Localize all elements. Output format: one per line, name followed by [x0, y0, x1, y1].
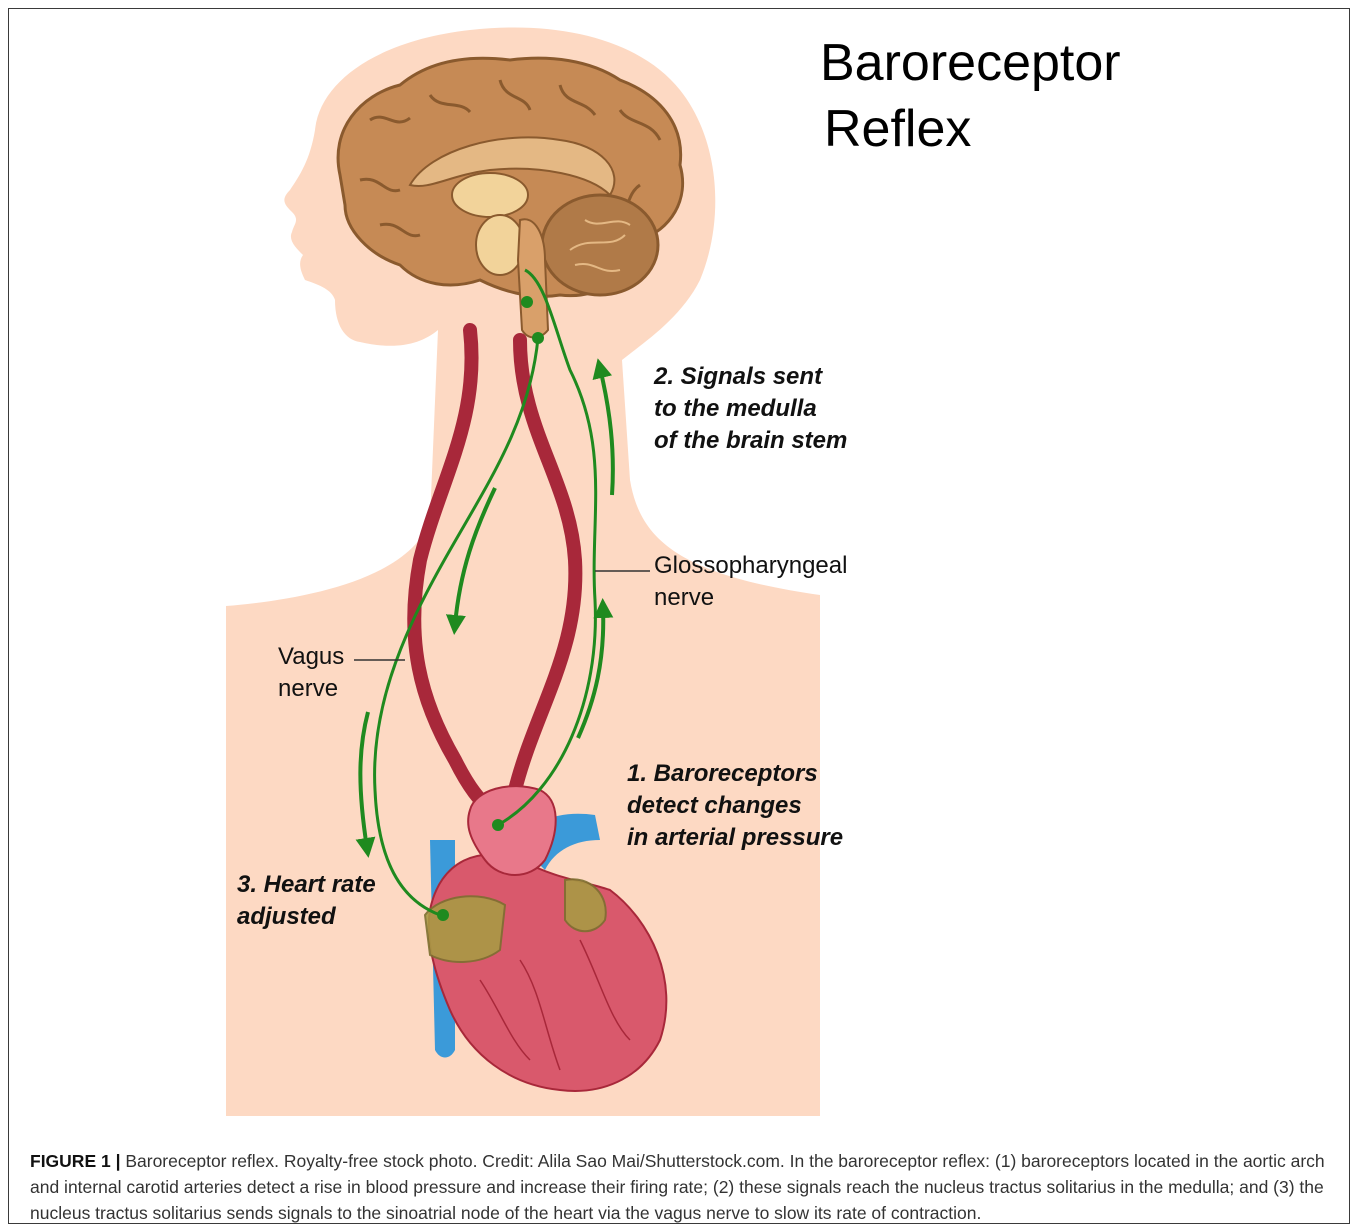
caption-text: Baroreceptor reflex. Royalty-free stock …	[30, 1151, 1325, 1223]
glossopharyngeal-label: Glossopharyngeal nerve	[654, 550, 847, 614]
vagus-label: Vagus nerve	[278, 641, 344, 705]
heart-rate-label: 3. Heart rate adjusted	[237, 869, 376, 933]
title-line-1: Baroreceptor	[820, 30, 1121, 96]
baroreceptors-label: 1. Baroreceptors detect changes in arter…	[627, 758, 843, 854]
caption-lead: FIGURE 1 |	[30, 1151, 120, 1171]
diagram-title: Baroreceptor Reflex	[820, 30, 1121, 162]
signals-label: 2. Signals sent to the medulla of the br…	[654, 361, 847, 457]
title-line-2: Reflex	[820, 96, 1121, 162]
figure-caption: FIGURE 1 | Baroreceptor reflex. Royalty-…	[30, 1148, 1335, 1226]
